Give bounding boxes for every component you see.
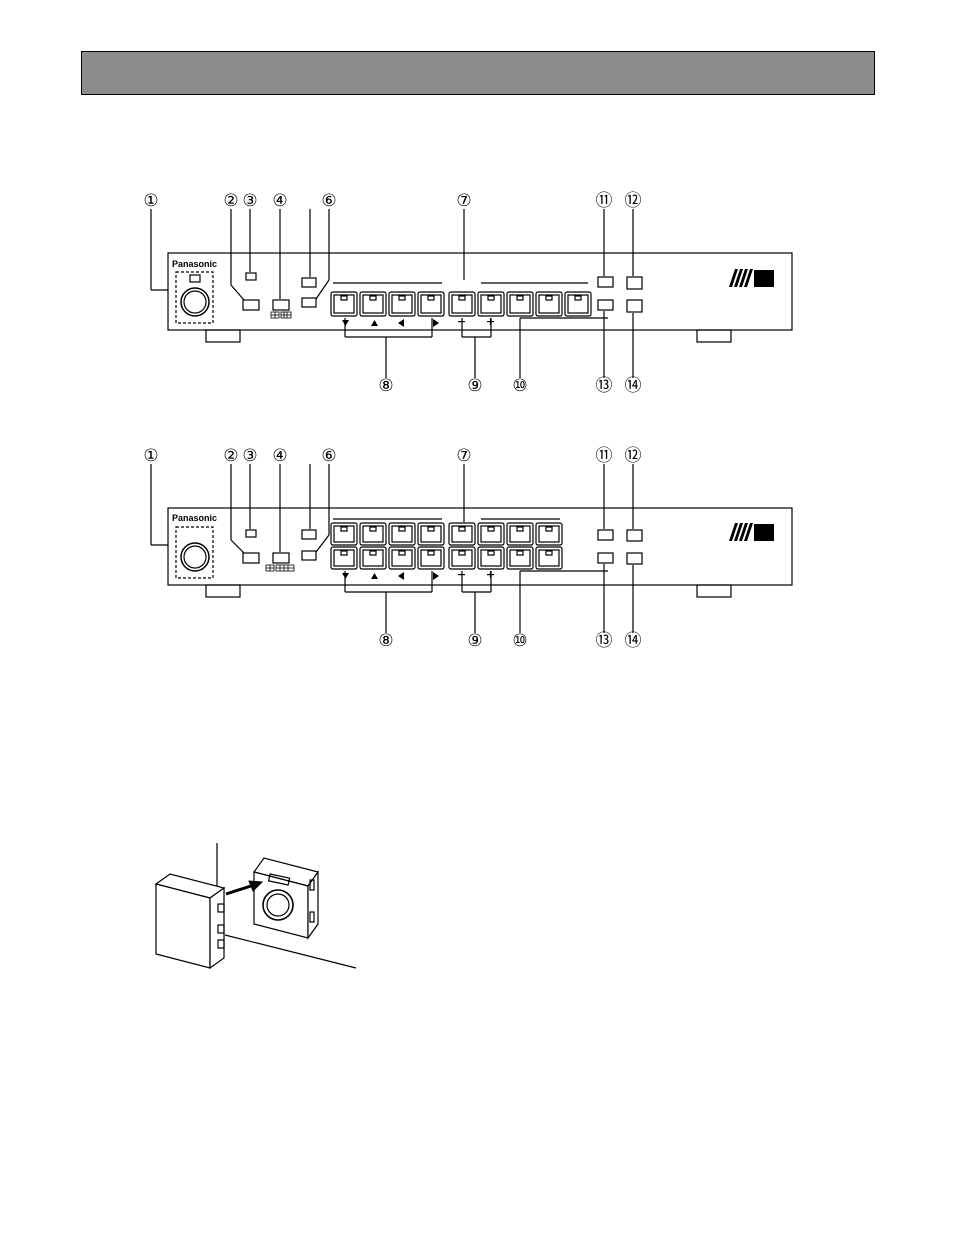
card-insertion-illustration (0, 0, 954, 1236)
